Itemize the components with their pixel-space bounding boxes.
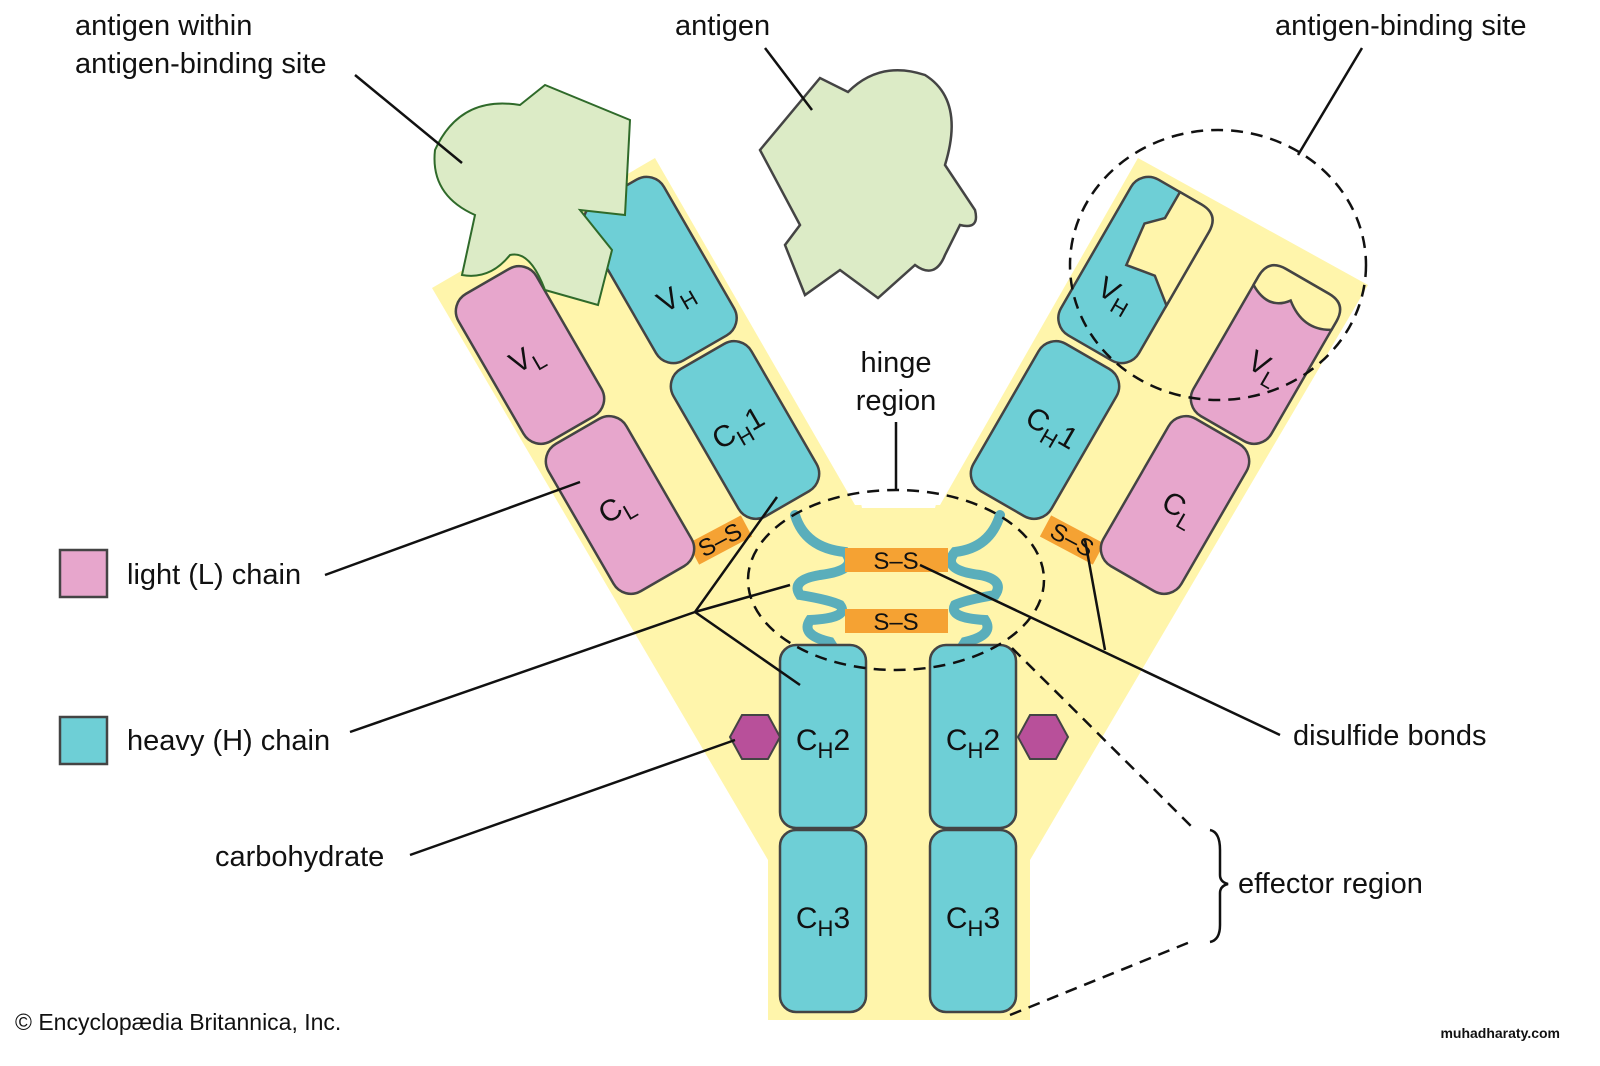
legend-heavy-swatch [58, 715, 109, 766]
label-carbohydrate: carbohydrate [215, 841, 384, 873]
label-effector-region: effector region [1238, 868, 1423, 900]
effector-brace [1209, 828, 1229, 944]
watermark: muhadharaty.com [1440, 1025, 1560, 1041]
domain-ch3-right [928, 828, 1018, 1014]
svg-text:CH2: CH2 [946, 724, 1000, 763]
domain-vh-right: VH [1057, 175, 1214, 365]
domain-ch1-left: CH1 [669, 339, 821, 521]
domain-vl-left: VL [454, 264, 606, 446]
leader-lines [324, 47, 1364, 857]
svg-text:CH3: CH3 [946, 902, 1000, 941]
domain-cl-left: CL [544, 414, 696, 596]
antigen-free [758, 68, 978, 300]
domain-ch1-right: CH1 [969, 339, 1121, 521]
domain-ch3-left [778, 828, 868, 1014]
bond-label: S–S [873, 548, 918, 575]
domain-vl-right: VL [1189, 263, 1342, 446]
label-disulfide-bonds: disulfide bonds [1293, 720, 1486, 752]
antibody-background [432, 158, 1368, 1020]
disulfide-bonds: S–S S–S S–S S–S [687, 515, 1105, 636]
label-antigen-within-2: antigen-binding site [75, 48, 327, 80]
legend-light-swatch [58, 548, 109, 599]
domain-vh-left: VH [582, 175, 738, 365]
label-hinge-region: region [856, 385, 937, 417]
legend-heavy-chain: heavy (H) chain [127, 725, 330, 757]
domain-cl-right: CL [1099, 414, 1251, 596]
carbohydrate-right [1016, 714, 1070, 760]
svg-text:CH3: CH3 [796, 902, 850, 941]
label-hinge: hinge [861, 347, 932, 379]
domain-ch2-left [778, 643, 868, 830]
hinge-chains [790, 510, 1005, 655]
bond-label: S–S [873, 609, 918, 636]
stem: CH2 CH2 CH3 CH3 [728, 643, 1070, 1014]
label-antigen: antigen [675, 10, 770, 42]
label-antigen-binding-site: antigen-binding site [1275, 10, 1527, 42]
carbohydrate-left [728, 714, 782, 760]
left-arm: VL CL VH CH1 [454, 175, 821, 596]
antigen-binding-site-outline [1068, 128, 1368, 402]
antigen-bound [433, 83, 632, 307]
effector-region-outline [1009, 647, 1196, 1017]
right-arm: VL CL VH CH1 [969, 175, 1342, 596]
domain-ch2-right [928, 643, 1018, 830]
hinge-notch [858, 490, 940, 508]
copyright: © Encyclopædia Britannica, Inc. [15, 1009, 341, 1035]
svg-text:CH2: CH2 [796, 724, 850, 763]
legend-light-chain: light (L) chain [127, 559, 301, 591]
label-antigen-within: antigen within [75, 10, 252, 42]
